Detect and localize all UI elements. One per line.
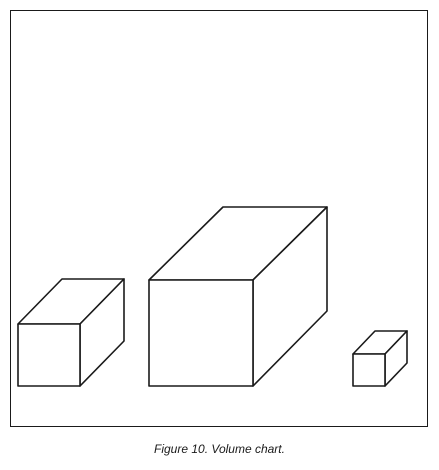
figure-frame [10,10,428,427]
figure-caption: Figure 10. Volume chart. [154,442,285,456]
volume-box-1 [17,278,125,387]
box-3-front-face [352,353,386,387]
box-1-front-face [17,323,81,387]
volume-box-3 [352,330,408,387]
box-2-front-face [148,279,254,387]
volume-box-2 [148,206,328,387]
